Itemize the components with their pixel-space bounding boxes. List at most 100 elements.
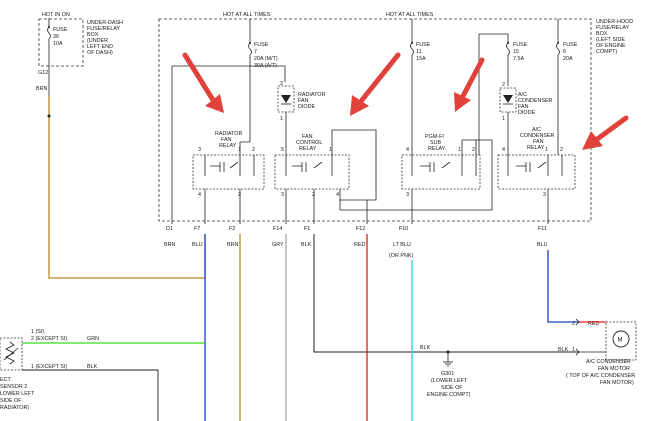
g301-line-1: (LOWER LEFT xyxy=(431,378,468,384)
terminal-d1: D1 xyxy=(166,226,173,232)
fuse-15-amp: 7.5A xyxy=(513,56,524,62)
pgmfi-relay-line-1: PGM-FI xyxy=(425,134,444,140)
fan-control-pin-5: 5 xyxy=(281,147,284,153)
ect-pin-1-except-si: 1 (EXCEPT SI) xyxy=(31,364,67,370)
ect-label-2: SENSOR 2 xyxy=(0,384,27,390)
terminal-f14: F14 xyxy=(273,226,282,232)
under-hood-desc-1: UNDER-HOOD xyxy=(596,19,633,25)
terminal-f11: F11 xyxy=(538,226,547,232)
under-dash-desc-1: UNDER-DASH xyxy=(87,20,123,26)
f12-wire-color: RED xyxy=(354,242,365,248)
g301-id: G301 xyxy=(441,371,454,377)
under-hood-desc-3: BOX xyxy=(596,31,608,37)
ect-label-5: RADIATOR) xyxy=(0,405,29,411)
fuse-11: FUSE 11 15A xyxy=(410,19,431,155)
brn-wire-d1 xyxy=(48,96,206,279)
under-dash-desc-2: FUSE/RELAY xyxy=(87,26,121,32)
fuse-7-amp-mt: 20A (M/T) xyxy=(254,56,278,62)
ac-condenser-fan-relay: A/C CONDENSER FAN RELAY 4 1 2 3 xyxy=(497,127,576,217)
ac-relay-pin-1: 1 xyxy=(545,147,548,153)
ac-relay-pin-4: 4 xyxy=(502,147,505,153)
ac-condenser-fan-motor: M 2 RED 1 BLK A/C CONDENSER FAN MOTOR ( … xyxy=(558,321,637,386)
under-hood-desc-4: (LEFT SIDE xyxy=(596,37,625,43)
radiator-fan-diode: 2 1 RADIATOR FAN DIODE xyxy=(277,81,325,122)
fuse-11-number: 11 xyxy=(416,49,422,55)
ac-diode-line-2: CONDENSER xyxy=(518,98,553,104)
fan-control-relay: FAN CONTROL RELAY 5 1 3 2 4 xyxy=(274,134,350,217)
terminal-f2: F2 xyxy=(229,226,235,232)
g301-line-2: SIDE OF xyxy=(441,385,463,391)
ect-pin-1-si: 1 (SI) xyxy=(31,329,44,335)
radiator-diode-line-2: FAN xyxy=(298,98,309,104)
g301-wire-color: BLK xyxy=(420,345,431,351)
terminal-row: D1 F7 F2 F14 F1 F12 F10 F11 BRN BLU BRN … xyxy=(164,226,548,259)
ect-wire-blk-label: BLK xyxy=(87,364,98,370)
ac-relay-line-4: RELAY xyxy=(527,145,545,151)
ect-sensor-2: 1 (SI) 2 (EXCEPT SI) GRN 1 (EXCEPT SI) B… xyxy=(0,329,99,411)
ac-relay-line-2: CONDENSER xyxy=(520,133,555,139)
fuse-7-number: 7 xyxy=(254,49,257,55)
radiator-relay-pin-3: 3 xyxy=(198,147,201,153)
radiator-diode-pin-1: 1 xyxy=(280,116,283,122)
under-dash-fuse-box: FUSE 36 10A UNDER-DASH FUSE/RELAY BOX (U… xyxy=(36,18,123,92)
under-hood-desc-6: COMPT) xyxy=(596,49,617,55)
d1-wire-color: BRN xyxy=(164,242,175,248)
radiator-diode-pin-2: 2 xyxy=(280,81,283,87)
pgmfi-relay-line-3: RELAY xyxy=(428,146,446,152)
terminal-f10: F10 xyxy=(399,226,408,232)
under-dash-desc-6: OF DASH) xyxy=(87,50,113,56)
under-dash-desc-3: BOX xyxy=(87,32,99,38)
f10-wire-color: LT BLU xyxy=(393,242,411,248)
radiator-relay-line-1: RADIATOR xyxy=(215,131,242,137)
fan-control-pin-2: 2 xyxy=(312,192,315,198)
hot-in-on-label: HOT IN ON xyxy=(42,12,70,18)
ac-relay-line-1: A/C xyxy=(532,127,541,133)
ac-relay-line-3: FAN xyxy=(533,139,544,145)
ect-label-4: SIDE OF xyxy=(0,398,22,404)
pgmfi-pin-4: 4 xyxy=(406,147,409,153)
f11-wire-color: BLU xyxy=(537,242,548,248)
ac-diode-line-3: FAN xyxy=(518,104,529,110)
blk-wire-ect xyxy=(22,369,159,421)
fuse-6: FUSE 6 20A xyxy=(556,19,578,155)
pgmfi-pin-1: 1 xyxy=(458,147,461,153)
radiator-relay-pin-4: 4 xyxy=(198,192,201,198)
radiator-fan-relay: RADIATOR FAN RELAY 3 1 2 4 2 xyxy=(192,131,265,210)
terminal-f7: F7 xyxy=(194,226,200,232)
ac-relay-pin-3: 3 xyxy=(543,192,546,198)
fuse-11-label: FUSE xyxy=(416,42,431,48)
fuse-15: FUSE 15 7.5A xyxy=(478,33,528,155)
ect-label-1: ECT xyxy=(0,377,11,383)
ac-condenser-fan-diode: 2 1 A/C CONDENSER FAN DIODE xyxy=(499,82,553,122)
fan-control-pin-1: 1 xyxy=(329,147,332,153)
blu-wire-f11 xyxy=(547,250,578,323)
fuse-11-amp: 15A xyxy=(416,56,426,62)
radiator-diode-line-1: RADIATOR xyxy=(298,92,325,98)
f14-wire-color: GRY xyxy=(272,242,284,248)
fan-control-pin-4: 4 xyxy=(336,192,339,198)
motor-wire-red-label: RED xyxy=(588,321,599,327)
pgmfi-pin-2: 2 xyxy=(472,147,475,153)
under-dash-desc-4: (UNDER xyxy=(87,38,108,44)
terminal-f1: F1 xyxy=(304,226,310,232)
ac-diode-line-4: DIODE xyxy=(518,110,535,116)
fuse-7-label: FUSE xyxy=(254,42,269,48)
radiator-diode-line-3: DIODE xyxy=(298,104,315,110)
ac-diode-pin-1: 1 xyxy=(502,116,505,122)
radiator-relay-line-2: FAN xyxy=(221,137,232,143)
fuse-6-number: 6 xyxy=(563,49,566,55)
motor-label-4: FAN MOTOR) xyxy=(600,380,634,386)
fuse-36-amp: 10A xyxy=(53,41,63,47)
ground-g301: BLK G301 (LOWER LEFT SIDE OF ENGINE COMP… xyxy=(420,345,471,398)
annotation-arrow-3 xyxy=(454,57,485,112)
pgmfi-pin-3: 3 xyxy=(406,192,409,198)
motor-label-2: FAN MOTOR xyxy=(598,366,630,372)
under-hood-desc-2: FUSE/RELAY xyxy=(596,25,630,31)
hot-all-times-label-2: HOT AT ALL TIMES xyxy=(386,12,434,18)
fuse-6-amp: 20A xyxy=(563,56,573,62)
fuse-15-label: FUSE xyxy=(513,42,528,48)
f7-wire-color: BLU xyxy=(192,242,203,248)
fan-control-line-3: RELAY xyxy=(299,146,317,152)
annotation-arrow-2 xyxy=(350,52,401,116)
